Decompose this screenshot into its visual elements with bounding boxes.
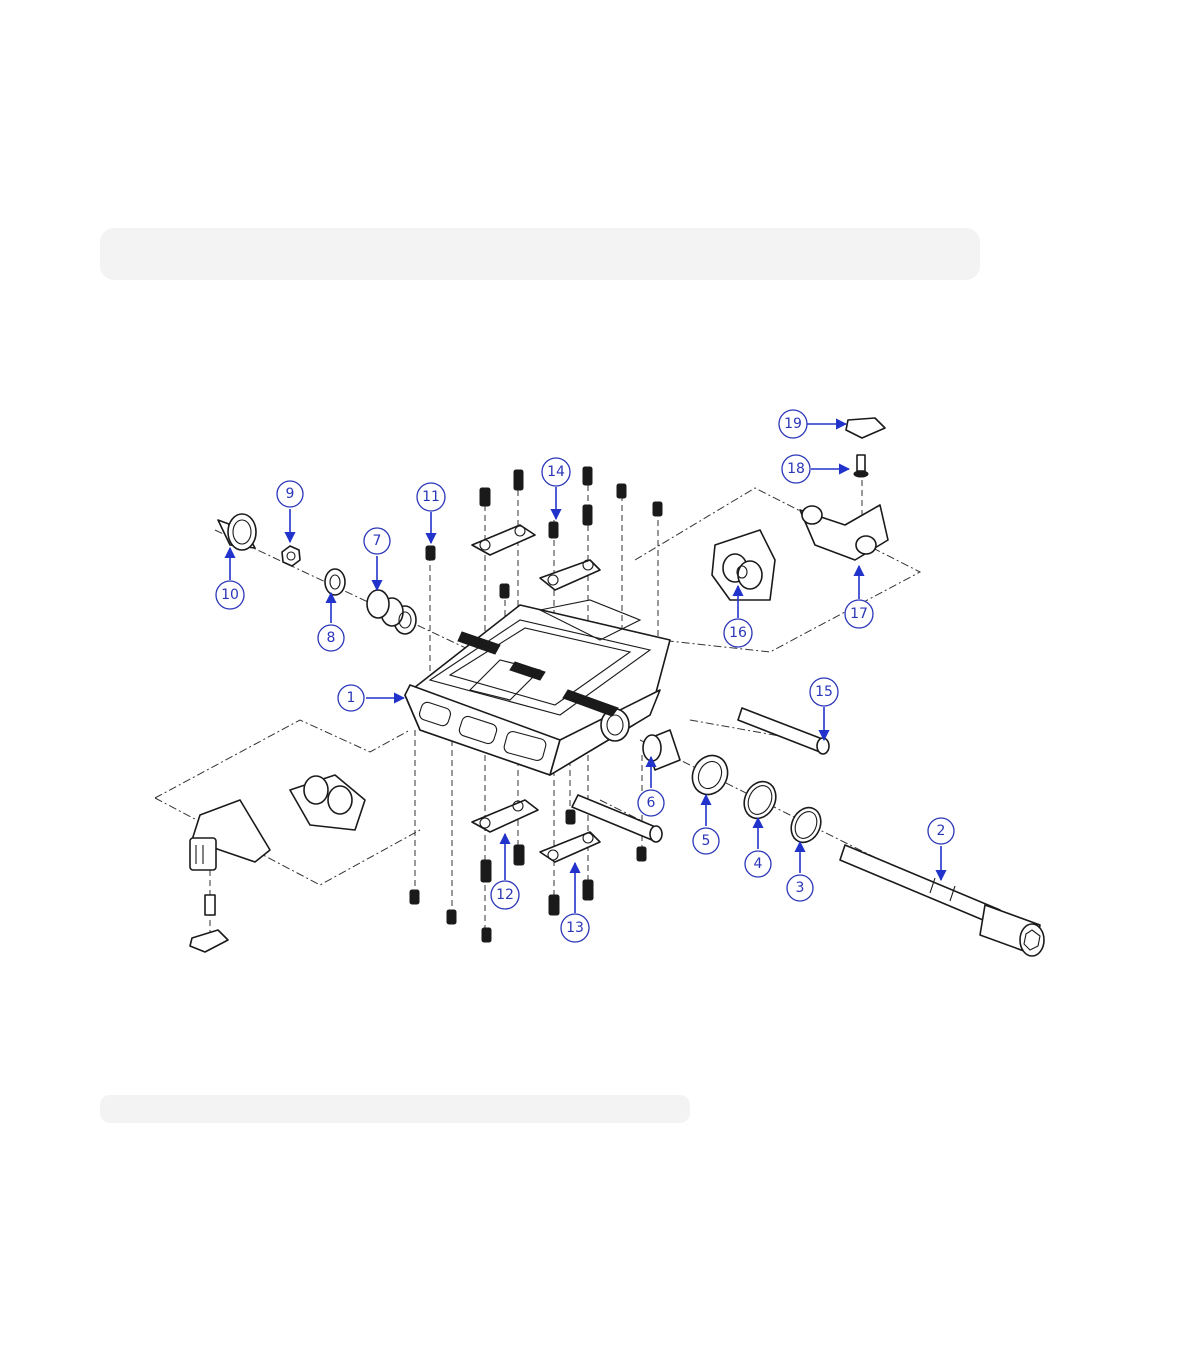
svg-text:15: 15 [815,684,833,700]
callout-2: 2 [927,817,955,845]
callout-18: 18 [781,454,811,484]
axle-spindle [839,844,1045,957]
callout-5: 5 [692,827,720,855]
svg-text:18: 18 [787,461,805,477]
callout-10: 10 [215,580,245,610]
svg-text:7: 7 [373,533,382,549]
svg-text:5: 5 [702,833,711,849]
callout-13: 13 [560,913,590,943]
callout-1: 1 [337,684,365,712]
spring-and-cage-assembly-left [189,774,366,953]
svg-text:19: 19 [784,416,802,432]
pedal-body [404,599,671,776]
pivot-pins [571,707,830,843]
svg-text:11: 11 [422,489,440,505]
svg-text:17: 17 [850,606,868,622]
callout-12: 12 [490,880,520,910]
svg-text:3: 3 [796,880,805,896]
blurred-header-band [100,228,980,280]
callout-3: 3 [786,874,814,902]
callout-19: 19 [778,409,808,439]
callout-14: 14 [541,457,571,487]
svg-text:13: 13 [566,920,584,936]
spring-and-cage-assembly-right [711,417,889,601]
callout-17: 17 [844,599,874,629]
svg-text:2: 2 [937,823,946,839]
svg-text:10: 10 [221,587,239,603]
pin-plates [471,524,601,863]
callout-6: 6 [637,789,665,817]
svg-text:1: 1 [347,690,356,706]
callout-15: 15 [809,677,839,707]
callout-11: 11 [416,482,446,512]
svg-text:12: 12 [496,887,514,903]
callout-7: 7 [363,527,391,555]
callout-4: 4 [744,850,772,878]
seal-rings [642,729,822,844]
svg-text:6: 6 [647,795,656,811]
svg-text:16: 16 [729,625,747,641]
svg-text:4: 4 [754,856,763,872]
traction-pins [409,466,663,943]
blurred-footer-band [100,1095,690,1123]
svg-text:8: 8 [327,630,336,646]
callout-16: 16 [723,618,753,648]
leader-arrows [224,418,947,913]
callout-8: 8 [317,624,345,652]
callout-9: 9 [276,480,304,508]
svg-text:14: 14 [547,464,565,480]
svg-text:9: 9 [286,486,295,502]
bearings-and-cap [217,513,417,635]
